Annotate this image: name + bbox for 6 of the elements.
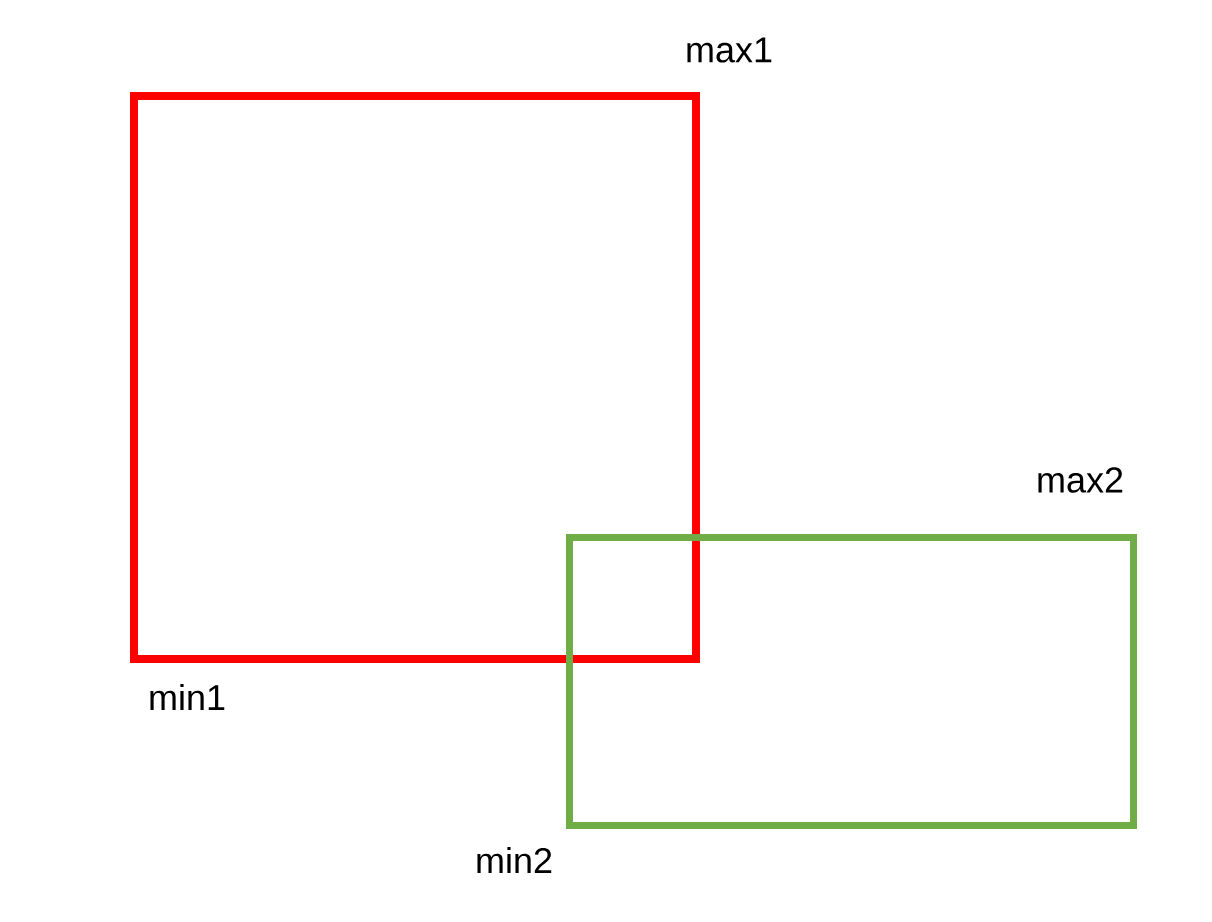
corner-label: min2 xyxy=(477,846,552,874)
rectangle-outline xyxy=(566,534,1137,829)
corner-label: max2 xyxy=(1038,467,1123,493)
rectangle-outline xyxy=(130,92,700,663)
corner-label: max1 xyxy=(687,37,772,63)
corner-label: min1 xyxy=(150,683,225,711)
